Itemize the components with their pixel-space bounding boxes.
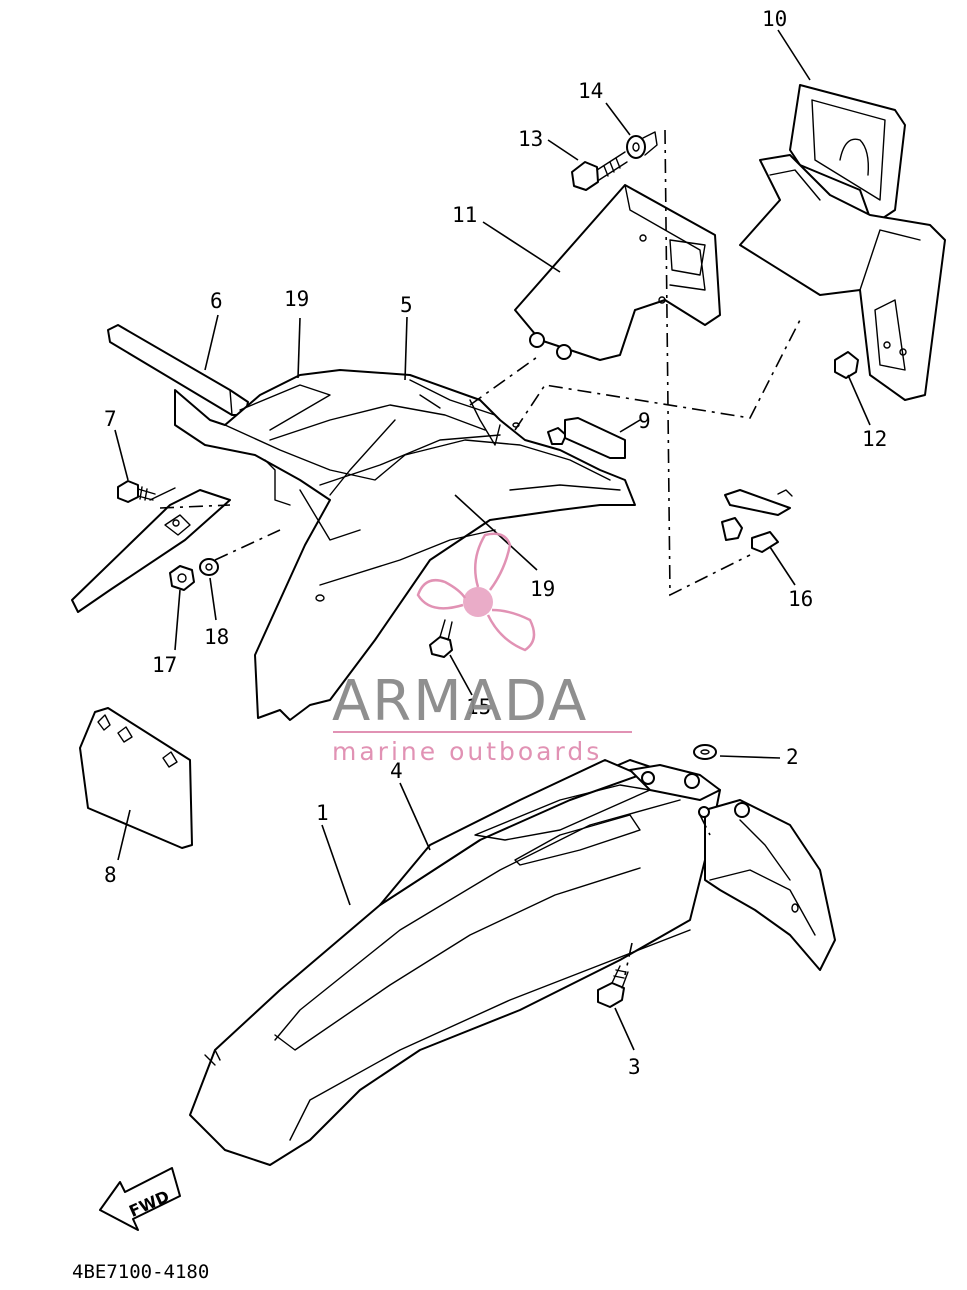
propeller-logo-icon: [416, 532, 536, 652]
callout-16: 16: [788, 587, 813, 611]
callout-4: 4: [390, 759, 403, 783]
callout-19-bottom: 19: [530, 577, 555, 601]
part-5-rear-fender: [174, 369, 636, 721]
callout-numbers: 10 14 13 11 6 19 5 7 9 12 19 16 17 18 15…: [104, 7, 887, 1079]
part-7-bolt: [117, 480, 156, 503]
part-3-bolt: [597, 965, 629, 1008]
callout-1: 1: [316, 801, 329, 825]
callout-5: 5: [400, 293, 413, 317]
fwd-arrow-icon: FWD: [99, 1167, 181, 1231]
rear-fender-stay: [71, 487, 231, 613]
part-18-washer: [199, 558, 219, 576]
callout-15: 15: [466, 695, 491, 719]
callout-2: 2: [786, 745, 799, 769]
callout-19-top: 19: [284, 287, 309, 311]
part-8-plate: [79, 707, 193, 849]
callout-7: 7: [104, 407, 117, 431]
part-17-nut: [169, 565, 195, 591]
diagram-code: 4BE7100-4180: [72, 1261, 209, 1283]
part-12-grommet: [834, 351, 859, 379]
front-fender-mount: [629, 764, 836, 971]
part-1-front-fender: [189, 759, 721, 1166]
callout-17: 17: [152, 653, 177, 677]
callout-11: 11: [452, 203, 477, 227]
part-16-clips: [721, 489, 793, 553]
callout-14: 14: [578, 79, 603, 103]
callout-8: 8: [104, 863, 117, 887]
part-11-bracket: [514, 184, 721, 361]
alignment-lines: [159, 129, 801, 976]
callout-3: 3: [628, 1055, 641, 1079]
watermark-subtitle: marine outboards: [332, 737, 602, 766]
callout-10: 10: [762, 7, 787, 31]
callout-12: 12: [862, 427, 887, 451]
part-15-bolt: [429, 619, 453, 658]
watermark: ARMADA marine outboards: [332, 532, 632, 766]
callout-9: 9: [638, 409, 651, 433]
callout-6: 6: [210, 289, 223, 313]
watermark-title: ARMADA: [332, 669, 588, 734]
leader-lines: [114, 29, 871, 1051]
part-2-washer: [693, 744, 717, 760]
callout-13: 13: [518, 127, 543, 151]
callout-18: 18: [204, 625, 229, 649]
part-9-decal: [564, 417, 626, 459]
part-14-washer: [626, 131, 658, 159]
part-10-tail-bracket: [739, 84, 946, 401]
part-13-bolt: [571, 151, 628, 191]
